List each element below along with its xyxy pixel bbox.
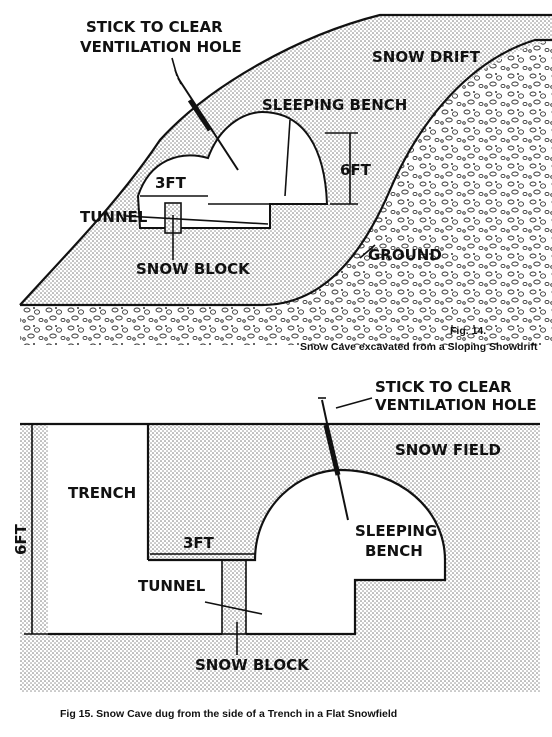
ground-leader-line bbox=[359, 244, 376, 259]
sleeping-bench-step bbox=[208, 203, 271, 228]
stick-label-line2-2: VENTILATION HOLE bbox=[375, 396, 537, 414]
trench bbox=[48, 424, 148, 634]
bench-outline bbox=[246, 560, 447, 636]
ground-layer bbox=[20, 40, 552, 345]
stick-label-line1: STICK TO CLEAR bbox=[86, 18, 223, 36]
stick-label-line2: VENTILATION HOLE bbox=[80, 38, 242, 56]
tunnel-label-2: TUNNEL bbox=[138, 577, 206, 595]
figure-14: STICK TO CLEAR VENTILATION HOLE SNOW DRI… bbox=[19, 13, 552, 353]
fig15-caption: Fig 15. Snow Cave dug from the side of a… bbox=[60, 708, 397, 720]
snow-field-label: SNOW FIELD bbox=[395, 441, 501, 459]
ventilation-stick-hole-2 bbox=[323, 424, 341, 476]
width-label: 3FT bbox=[155, 174, 187, 192]
sleeping-bench-label-line1: SLEEPING bbox=[355, 522, 437, 540]
snow-drift-label: SNOW DRIFT bbox=[372, 48, 481, 66]
tunnel-shaft-2 bbox=[221, 559, 247, 635]
tunnel-label: TUNNEL bbox=[80, 208, 148, 226]
stick-label-line1-2: STICK TO CLEAR bbox=[375, 378, 512, 396]
ground-surface-line bbox=[20, 38, 552, 307]
height-label-2: 6FT bbox=[12, 523, 30, 555]
height-label: 6FT bbox=[340, 161, 372, 179]
stick-leader-line bbox=[171, 57, 178, 77]
ventilation-stick-hole bbox=[187, 98, 213, 132]
cave-outline bbox=[148, 468, 447, 562]
sleeping-bench-label: SLEEPING BENCH bbox=[262, 96, 407, 114]
snow-cave-cavity bbox=[136, 110, 329, 229]
tunnel-leader-line-2 bbox=[204, 601, 263, 615]
stick-leader-line-2 bbox=[335, 397, 373, 409]
trench-label: TRENCH bbox=[68, 484, 136, 502]
tunnel-leader-line bbox=[124, 215, 269, 225]
snow-block-label: SNOW BLOCK bbox=[136, 260, 251, 278]
sleeping-bench-label-line2: BENCH bbox=[365, 542, 423, 560]
ground-label: GROUND bbox=[368, 246, 442, 264]
width-label-2: 3FT bbox=[183, 534, 215, 552]
figure-15: STICK TO CLEAR VENTILATION HOLE SNOW FIE… bbox=[12, 378, 540, 720]
bench-leader-line bbox=[284, 119, 291, 197]
fig14-caption-number: Fig. 14. bbox=[450, 325, 486, 337]
drift-surface-line bbox=[19, 13, 552, 306]
fig14-caption-text: Snow Cave excavated from a Sloping Showd… bbox=[300, 341, 538, 353]
snow-block-label-2: SNOW BLOCK bbox=[195, 656, 310, 674]
